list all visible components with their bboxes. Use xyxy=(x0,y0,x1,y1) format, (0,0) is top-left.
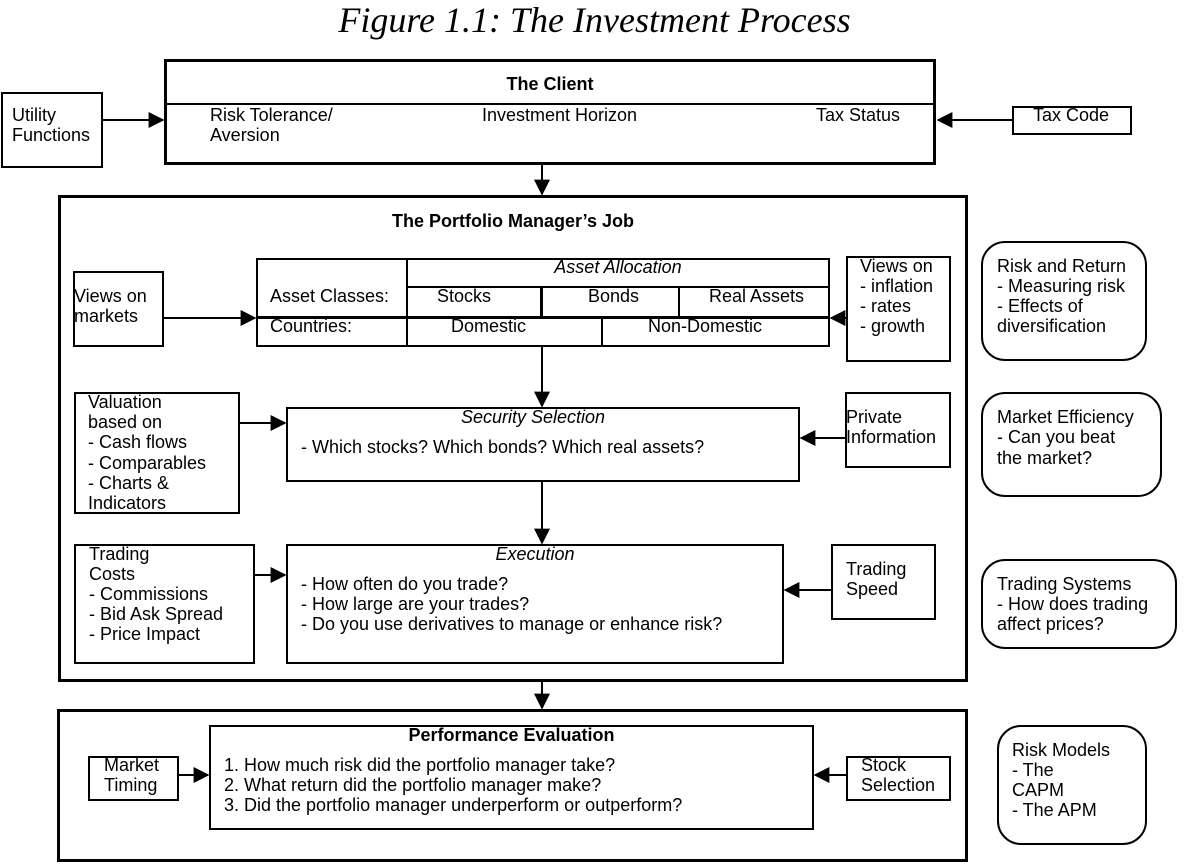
client-risk-line1: Risk Tolerance/ xyxy=(210,105,333,125)
performance-line1: 1. How much risk did the portfolio manag… xyxy=(224,755,616,775)
views-markets-box xyxy=(73,271,164,347)
asset-allocation-row-divider xyxy=(406,286,830,288)
views-markets-line2: markets xyxy=(74,306,139,326)
client-heading: The Client xyxy=(506,74,594,94)
market-timing-box xyxy=(88,756,179,801)
utility-line1: Utility xyxy=(12,105,56,125)
trading-costs-line5: - Price Impact xyxy=(89,624,201,644)
trading-costs-line4: - Bid Ask Spread xyxy=(89,604,224,624)
execution-box xyxy=(286,544,784,664)
performance-heading: Performance Evaluation xyxy=(408,725,615,745)
execution-line1: - How often do you trade? xyxy=(301,574,509,594)
market-efficiency-line3: the market? xyxy=(997,448,1093,468)
valuation-line6: Indicators xyxy=(88,493,167,513)
private-info-line2: Information xyxy=(846,427,937,447)
execution-line3: - Do you use derivatives to manage or en… xyxy=(301,614,723,634)
views-economy-line3: - rates xyxy=(860,296,912,316)
risk-return-line2: - Measuring risk xyxy=(997,276,1126,296)
client-risk-line2: Aversion xyxy=(210,125,280,145)
risk-return-box xyxy=(981,241,1147,361)
domestic-label: Domestic xyxy=(451,316,527,336)
bonds-label: Bonds xyxy=(588,286,640,306)
asset-allocation-col-divider xyxy=(406,258,408,347)
security-selection-heading: Security Selection xyxy=(460,407,606,427)
stocks-bonds-divider xyxy=(540,286,543,318)
valuation-line4: - Comparables xyxy=(88,453,207,473)
valuation-box xyxy=(74,392,240,514)
bonds-real-divider xyxy=(678,286,680,318)
trading-systems-line2: - How does trading xyxy=(997,594,1149,614)
views-markets-line1: Views on xyxy=(74,286,147,306)
views-economy-box xyxy=(846,256,951,362)
performance-line2: 2. What return did the portfolio manager… xyxy=(224,775,602,795)
stocks-label: Stocks xyxy=(437,286,492,306)
asset-allocation-header-cell xyxy=(406,258,830,318)
risk-return-line3: - Effects of xyxy=(997,296,1083,316)
valuation-line1: Valuation xyxy=(88,392,162,412)
risk-models-line3: CAPM xyxy=(1012,780,1065,800)
security-selection-text: - Which stocks? Which bonds? Which real … xyxy=(301,437,705,457)
trading-costs-line3: - Commissions xyxy=(89,584,209,604)
trading-speed-line2: Speed xyxy=(846,579,899,599)
security-selection-box xyxy=(286,407,800,482)
market-efficiency-box xyxy=(981,392,1162,497)
utility-line2: Functions xyxy=(12,125,91,145)
valuation-line5: - Charts & xyxy=(88,473,170,493)
trading-systems-line1: Trading Systems xyxy=(997,574,1132,594)
trading-speed-line1: Trading xyxy=(846,559,907,579)
risk-return-line1: Risk and Return xyxy=(997,256,1127,276)
risk-models-line4: - The APM xyxy=(1012,800,1097,820)
asset-allocation-row-divider-2 xyxy=(256,316,830,319)
risk-models-line1: Risk Models xyxy=(1012,740,1111,760)
client-horizon: Investment Horizon xyxy=(482,105,638,125)
performance-inner-box xyxy=(209,725,814,830)
stock-selection-line1: Stock xyxy=(861,755,907,775)
real-assets-label: Real Assets xyxy=(709,286,805,306)
utility-functions-box xyxy=(1,92,103,168)
private-info-box xyxy=(845,392,951,468)
trading-systems-line3: affect prices? xyxy=(997,614,1104,634)
trading-costs-line2: Costs xyxy=(89,564,136,584)
views-economy-line1: Views on xyxy=(860,256,933,276)
risk-models-line2: - The xyxy=(1012,760,1054,780)
stock-selection-box xyxy=(846,756,951,801)
pm-job-heading: The Portfolio Manager’s Job xyxy=(391,211,635,231)
valuation-line2: based on xyxy=(88,412,163,432)
countries-label: Countries: xyxy=(270,316,353,336)
views-economy-line2: - inflation xyxy=(860,276,934,296)
market-timing-line2: Timing xyxy=(104,775,158,795)
market-efficiency-line1: Market Efficiency xyxy=(997,407,1134,427)
execution-line2: - How large are your trades? xyxy=(301,594,530,614)
private-info-line1: Private xyxy=(846,407,903,427)
execution-heading: Execution xyxy=(495,544,575,564)
trading-costs-line1: Trading xyxy=(89,544,150,564)
risk-return-line4: diversification xyxy=(997,316,1107,336)
asset-classes-label: Asset Classes: xyxy=(270,286,390,306)
asset-allocation-heading: Asset Allocation xyxy=(554,257,682,277)
trading-costs-box xyxy=(74,544,255,664)
views-economy-line4: - growth xyxy=(860,316,926,336)
domestic-divider xyxy=(601,318,603,347)
figure-title: Figure 1.1: The Investment Process xyxy=(338,0,851,40)
trading-speed-box xyxy=(831,544,936,620)
client-divider xyxy=(166,103,934,105)
valuation-line3: - Cash flows xyxy=(88,432,188,452)
client-tax-status: Tax Status xyxy=(816,105,901,125)
tax-code-label: Tax Code xyxy=(1032,105,1110,125)
market-timing-line1: Market xyxy=(104,755,160,775)
stock-selection-line2: Selection xyxy=(861,775,936,795)
trading-systems-box xyxy=(981,559,1177,649)
non-domestic-label: Non-Domestic xyxy=(648,316,763,336)
performance-line3: 3. Did the portfolio manager underperfor… xyxy=(224,795,683,815)
market-efficiency-line2: - Can you beat xyxy=(997,427,1116,447)
tax-code-box xyxy=(1012,106,1132,135)
risk-models-box xyxy=(997,725,1147,845)
client-box xyxy=(164,59,936,165)
